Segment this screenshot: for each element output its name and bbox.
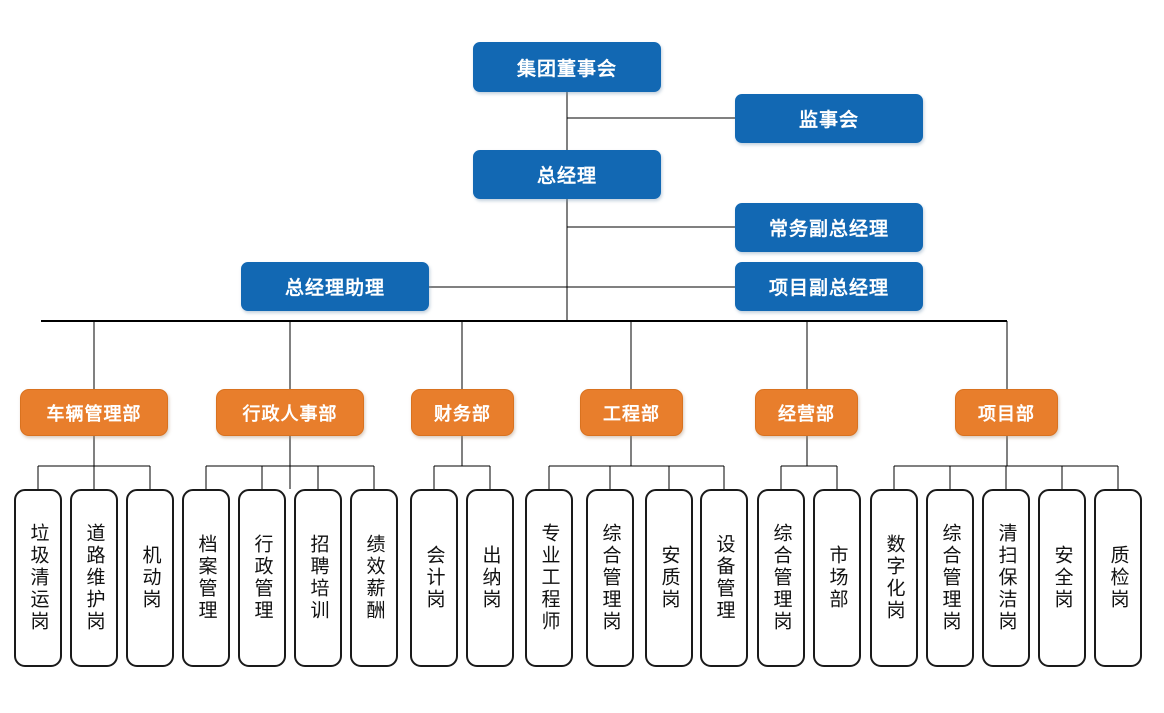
node-general-manager-assistant[interactable]: 总经理助理 (241, 262, 429, 311)
node-position-waste-transport[interactable]: 垃圾清运岗 (14, 489, 62, 667)
node-label: 监事会 (798, 109, 859, 131)
node-label: 质检岗 (1107, 545, 1130, 611)
node-position-performance-compensation[interactable]: 绩效薪酬 (350, 489, 398, 667)
node-position-accounting[interactable]: 会计岗 (410, 489, 458, 667)
node-label: 财务部 (434, 403, 491, 425)
node-position-quality-inspection[interactable]: 质检岗 (1094, 489, 1142, 667)
node-project-vice-general-manager[interactable]: 项目副总经理 (735, 262, 923, 311)
node-label: 出纳岗 (479, 545, 502, 611)
node-label: 数字化岗 (883, 534, 906, 622)
node-position-mobile-unit[interactable]: 机动岗 (126, 489, 174, 667)
node-label: 专业工程师 (538, 523, 561, 633)
node-position-cashier[interactable]: 出纳岗 (466, 489, 514, 667)
node-label: 机动岗 (139, 545, 162, 611)
node-label: 会计岗 (423, 545, 446, 611)
node-label: 经营部 (778, 403, 835, 425)
node-dept-project[interactable]: 项目部 (955, 389, 1058, 436)
node-label: 常务副总经理 (768, 218, 889, 240)
node-position-safety-quality[interactable]: 安质岗 (645, 489, 693, 667)
node-position-engineering-general-management[interactable]: 综合管理岗 (586, 489, 634, 667)
node-dept-administration-hr[interactable]: 行政人事部 (216, 389, 364, 436)
node-label: 招聘培训 (307, 534, 330, 622)
node-label: 集团董事会 (516, 57, 617, 80)
node-position-marketing[interactable]: 市场部 (813, 489, 861, 667)
node-label: 清扫保洁岗 (995, 523, 1018, 633)
node-position-cleaning-sanitation[interactable]: 清扫保洁岗 (982, 489, 1030, 667)
node-label: 总经理 (536, 165, 597, 187)
node-position-project-general-management[interactable]: 综合管理岗 (926, 489, 974, 667)
node-label: 项目副总经理 (768, 277, 889, 299)
node-label: 安质岗 (658, 545, 681, 611)
node-label: 综合管理岗 (599, 523, 622, 633)
node-label: 绩效薪酬 (363, 534, 386, 622)
node-label: 综合管理岗 (770, 523, 793, 633)
node-label: 工程部 (603, 403, 660, 425)
node-position-recruitment-training[interactable]: 招聘培训 (294, 489, 342, 667)
node-position-records-management[interactable]: 档案管理 (182, 489, 230, 667)
node-position-digitalization[interactable]: 数字化岗 (870, 489, 918, 667)
node-position-safety[interactable]: 安全岗 (1038, 489, 1086, 667)
node-dept-engineering[interactable]: 工程部 (580, 389, 683, 436)
node-label: 垃圾清运岗 (27, 523, 50, 633)
node-executive-vice-general-manager[interactable]: 常务副总经理 (735, 203, 923, 252)
node-general-manager[interactable]: 总经理 (473, 150, 661, 199)
node-label: 项目部 (978, 403, 1035, 425)
node-dept-business-operations[interactable]: 经营部 (755, 389, 858, 436)
node-position-business-general-management[interactable]: 综合管理岗 (757, 489, 805, 667)
node-label: 档案管理 (195, 534, 218, 622)
node-label: 综合管理岗 (939, 523, 962, 633)
node-dept-vehicle-management[interactable]: 车辆管理部 (20, 389, 168, 436)
node-position-road-maintenance[interactable]: 道路维护岗 (70, 489, 118, 667)
node-label: 行政管理 (251, 534, 274, 622)
node-board-of-directors[interactable]: 集团董事会 (473, 42, 661, 92)
node-position-administrative-management[interactable]: 行政管理 (238, 489, 286, 667)
node-label: 车辆管理部 (46, 403, 142, 425)
node-label: 总经理助理 (284, 277, 385, 299)
node-label: 市场部 (826, 545, 849, 611)
node-label: 行政人事部 (242, 403, 338, 425)
node-board-of-supervisors[interactable]: 监事会 (735, 94, 923, 143)
node-position-professional-engineer[interactable]: 专业工程师 (525, 489, 573, 667)
node-label: 设备管理 (713, 534, 736, 622)
node-dept-finance[interactable]: 财务部 (411, 389, 514, 436)
node-position-equipment-management[interactable]: 设备管理 (700, 489, 748, 667)
node-label: 道路维护岗 (83, 523, 106, 633)
node-label: 安全岗 (1051, 545, 1074, 611)
